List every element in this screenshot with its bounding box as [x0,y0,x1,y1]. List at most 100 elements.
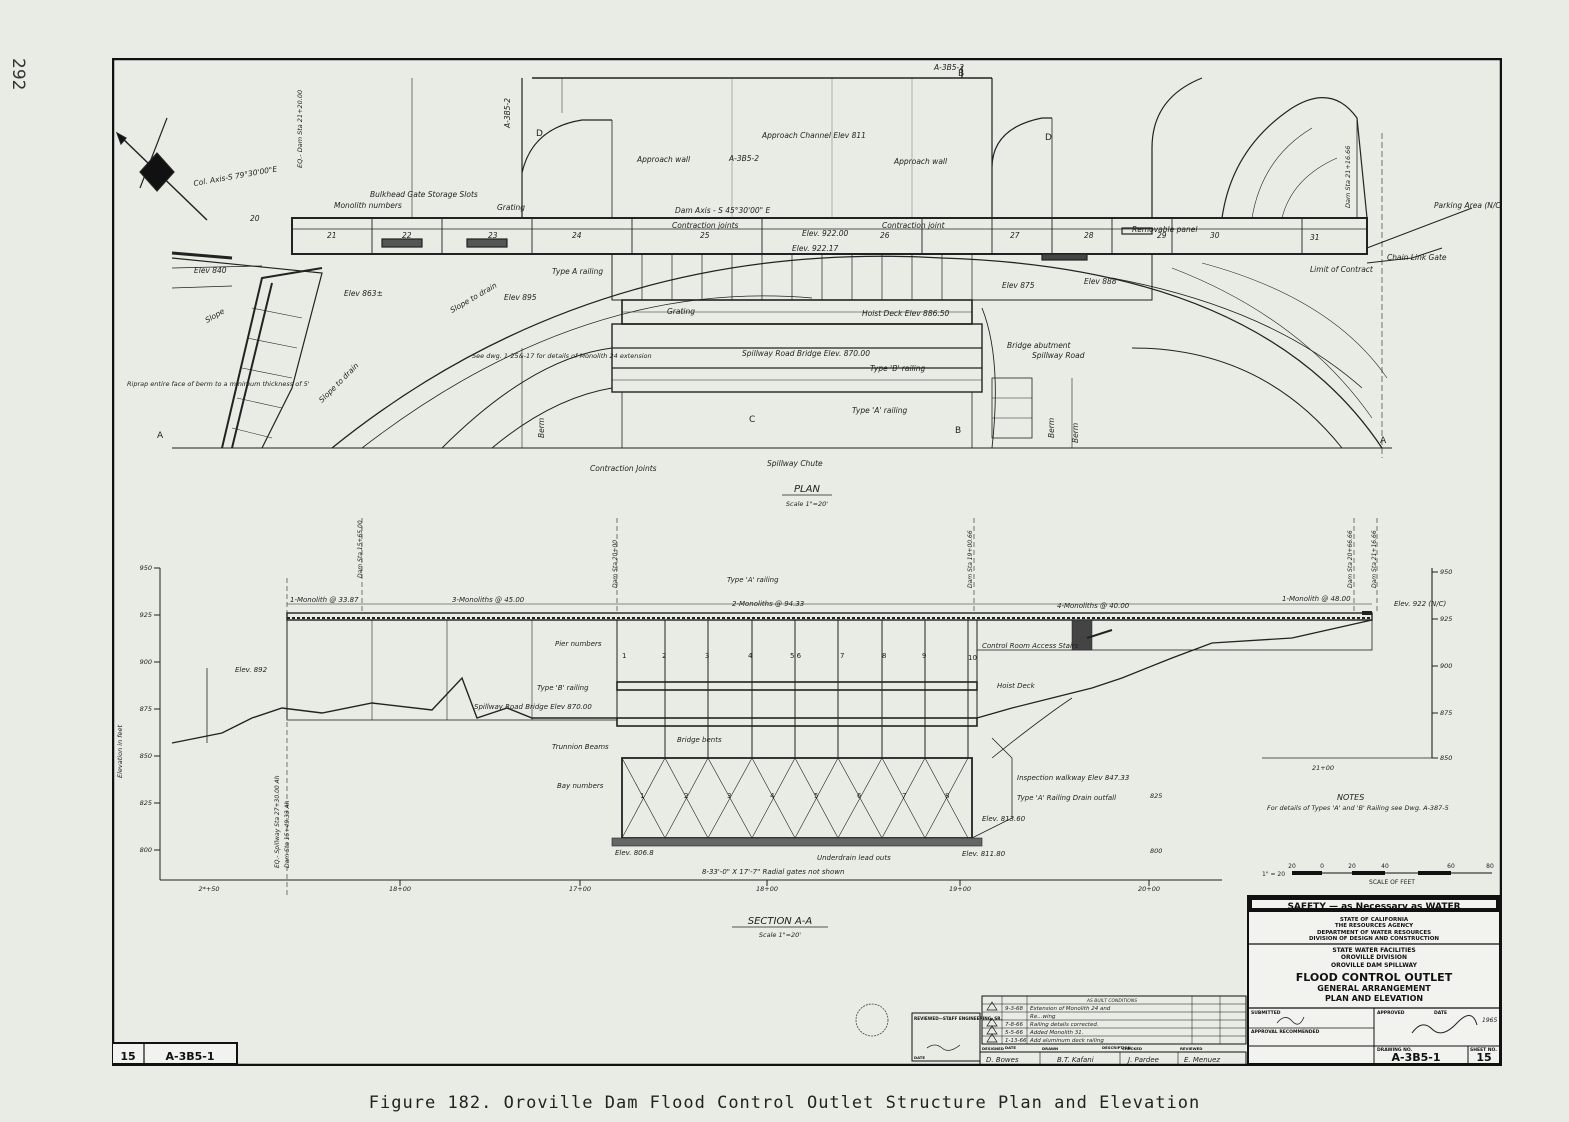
svg-text:Spillway Road Bridge Elev 870.: Spillway Road Bridge Elev 870.00 [474,703,592,711]
plan-title: PLAN Scale 1"=20' [782,484,832,508]
svg-text:Bridge bents: Bridge bents [677,736,722,744]
svg-text:1-13-66: 1-13-66 [1005,1038,1027,1044]
svg-text:SUBMITTED: SUBMITTED [1251,1010,1281,1016]
svg-text:Underdrain lead outs: Underdrain lead outs [817,854,891,862]
svg-text:1: 1 [640,792,644,800]
drawing-sheet: Approach Channel Elev 811 Approach wall … [112,58,1502,1066]
svg-text:0: 0 [1320,863,1324,870]
signature-strip: REVIEWED—STAFF ENGINEERING, SR. DESIGNED… [855,1003,1247,1066]
label-dam-axis: Dam Axis - S 45°30'00" E [675,206,771,215]
svg-text:21: 21 [327,231,337,240]
svg-text:925: 925 [140,611,152,619]
svg-text:NOTES: NOTES [1337,793,1364,802]
svg-text:For details of Types 'A' and ': For details of Types 'A' and 'B' Railing… [1267,804,1449,812]
svg-text:Elev. 922 (N/C): Elev. 922 (N/C) [1394,600,1446,608]
svg-text:Hoist Deck: Hoist Deck [997,682,1036,690]
svg-text:GENERAL ARRANGEMENT: GENERAL ARRANGEMENT [1317,984,1431,993]
label-slope: Slope [204,306,227,324]
svg-text:D: D [1045,133,1052,143]
svg-text:4: 4 [748,652,753,660]
label-approach-wall-right: Approach wall [893,157,948,166]
section-x-ticks: 2*+50 18+00 17+00 18+00 19+00 20+00 [198,885,1160,893]
label-a-mid: A-3B5-2 [728,154,759,163]
svg-text:5 6: 5 6 [790,652,802,660]
svg-text:60: 60 [1447,863,1455,870]
section-pier-numbers: 1 2 3 4 5 6 7 8 9 10 [622,652,977,662]
svg-text:B: B [958,69,964,79]
svg-text:925: 925 [1440,615,1452,623]
label-a-left: A-3B5-2 [503,98,512,129]
label-berm1: Berm [537,418,546,438]
svg-text:900: 900 [1440,662,1452,670]
svg-text:1" = 20: 1" = 20 [1262,871,1285,878]
svg-text:STATE WATER FACILITIES: STATE WATER FACILITIES [1332,947,1415,954]
svg-text:A-3B5-1: A-3B5-1 [166,1050,215,1063]
label-spillway-chute: Spillway Chute [767,459,823,468]
svg-text:22: 22 [402,231,412,240]
svg-text:875: 875 [1440,709,1452,717]
label-elev-840: Elev 840 [194,266,227,275]
label-elev-895: Elev 895 [504,293,537,302]
svg-text:30: 30 [1210,231,1220,240]
label-slope-to-drain1: Slope to drain [449,281,499,315]
svg-text:20+00: 20+00 [1138,885,1160,893]
svg-text:2: 2 [684,792,688,800]
svg-text:7-8-66: 7-8-66 [1005,1022,1023,1028]
svg-text:2*+50: 2*+50 [198,885,219,893]
svg-text:DESCRIPTION: DESCRIPTION [1102,1045,1131,1050]
svg-text:1965: 1965 [1482,1017,1497,1024]
svg-text:Type 'A' railing: Type 'A' railing [727,576,779,584]
label-elev-9221: Elev. 922.17 [792,244,839,253]
svg-text:7: 7 [840,652,844,660]
svg-text:Dam Sta 15+65.00: Dam Sta 15+65.00 [357,520,364,578]
svg-text:DRAWN: DRAWN [1042,1046,1058,1051]
svg-text:STATE OF CALIFORNIA: STATE OF CALIFORNIA [1340,917,1409,923]
section-y-ticks-left: 950 925 900 875 850 825 800 [140,564,152,854]
label-elev-922: Elev. 922.00 [802,229,849,238]
svg-text:950: 950 [140,564,152,572]
svg-text:4: 4 [770,792,775,800]
label-bulkhead: Bulkhead Gate Storage Slots [370,190,478,199]
svg-text:6: 6 [857,792,862,800]
svg-text:Elev. 813.60: Elev. 813.60 [982,815,1026,823]
engineering-drawing: Approach Channel Elev 811 Approach wall … [112,58,1502,1066]
svg-text:7: 7 [902,792,906,800]
label-contraction-joints-bottom: Contraction Joints [590,464,657,473]
svg-text:26: 26 [880,231,890,240]
svg-text:PLAN AND ELEVATION: PLAN AND ELEVATION [1325,994,1423,1003]
svg-text:1-Monolith @ 48.00: 1-Monolith @ 48.00 [1282,595,1351,603]
svg-text:9-3-68: 9-3-68 [1005,1006,1023,1012]
svg-text:23: 23 [488,231,498,240]
section-y-ticks-right: 950 925 900 875 850 825 800 [1150,568,1452,855]
svg-text:2: 2 [662,652,666,660]
svg-text:29: 29 [1157,231,1167,240]
svg-text:Dam Sta 19+00.66: Dam Sta 19+00.66 [967,530,974,588]
plan-labels: Approach Channel Elev 811 Approach wall … [127,63,1502,473]
label-limit-of-contract: Limit of Contract [1310,265,1374,274]
svg-text:DATE: DATE [914,1055,925,1060]
svg-text:DIVISION OF DESIGN AND CONSTRU: DIVISION OF DESIGN AND CONSTRUCTION [1309,936,1439,942]
label-chain-link-gate: Chain Link Gate [1387,253,1447,262]
svg-text:Dam Sta 21+16.66: Dam Sta 21+16.66 [1371,530,1378,588]
page-number: 292 [8,58,28,91]
label-spillway-road-bridge: Spillway Road Bridge Elev. 870.00 [742,349,870,358]
label-type-a-railing: Type A railing [552,267,603,276]
svg-text:1-Monolith @ 33.87: 1-Monolith @ 33.87 [290,596,359,604]
svg-text:Scale 1"=20': Scale 1"=20' [759,931,801,939]
svg-text:825: 825 [140,799,152,807]
svg-text:Elev. 806.8: Elev. 806.8 [615,849,654,857]
svg-text:REVIEWED—STAFF ENGINEERING, SR: REVIEWED—STAFF ENGINEERING, SR. [914,1016,1003,1021]
drawing-title: FLOOD CONTROL OUTLET [1296,971,1453,984]
svg-text:20: 20 [1348,863,1356,870]
svg-text:9: 9 [922,652,926,660]
svg-text:APPROVED: APPROVED [1377,1010,1405,1016]
svg-text:8: 8 [945,792,949,800]
svg-text:Type 'B' railing: Type 'B' railing [537,684,589,692]
svg-text:20: 20 [1288,863,1296,870]
svg-text:10: 10 [968,654,977,662]
label-grating-mid: Grating [667,307,695,316]
label-parking-area: Parking Area (N/C) [1434,201,1502,210]
label-elev-875: Elev 875 [1002,281,1035,290]
label-elev-888: Elev 888 [1084,277,1117,286]
svg-text:Dam Sta 20+00: Dam Sta 20+00 [612,540,619,588]
